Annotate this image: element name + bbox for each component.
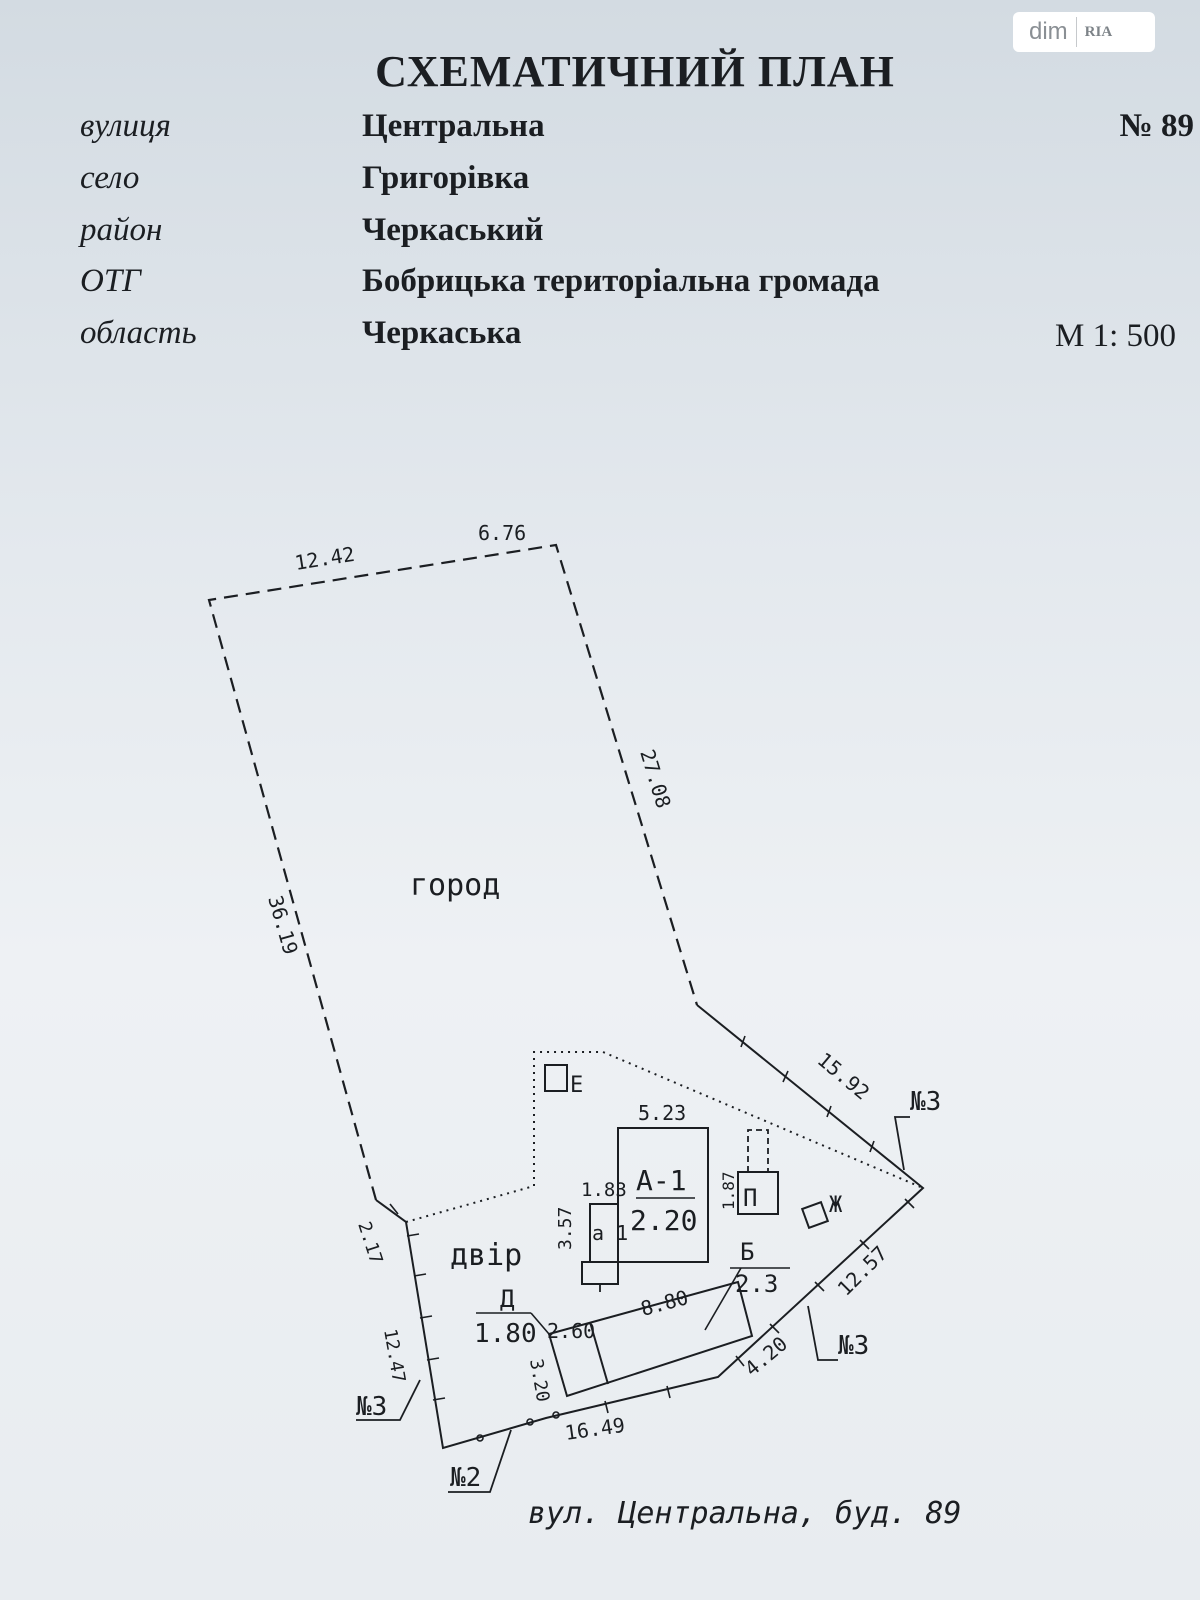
garden-label: город <box>410 868 500 903</box>
building-b-height: 2.3 <box>735 1270 778 1298</box>
annex-a1-length: 3.57 <box>555 1207 576 1250</box>
yard-dotted-line <box>405 1051 924 1223</box>
boundary-post <box>526 1418 534 1426</box>
community-value: Бобрицька територіальна громада <box>362 263 880 299</box>
dim-left-short: 2.17 <box>353 1219 386 1267</box>
building-b-leader <box>704 1267 742 1331</box>
building-b-length: 8.80 <box>638 1285 691 1321</box>
district-value: Черкаський <box>362 212 544 248</box>
region-label: область <box>80 315 197 351</box>
house-a1-label: А-1 <box>636 1164 687 1197</box>
boundary-post <box>552 1411 560 1419</box>
annex-a1-label: а 1 <box>592 1221 628 1245</box>
plan-scale: М 1: 500 <box>1055 318 1177 354</box>
dim-ria-watermark: dim RIA <box>1013 12 1155 52</box>
fence-marker-right-bottom: №3 <box>838 1331 869 1361</box>
house-a1-width: 5.23 <box>638 1101 686 1125</box>
fence-marker-left: №3 <box>356 1392 387 1422</box>
dim-left: 36.19 <box>263 893 303 958</box>
street-value: Центральна <box>362 108 545 144</box>
building-b-label: Б <box>740 1238 754 1266</box>
dim-right-lower: 12.57 <box>833 1241 893 1301</box>
building-p-extension <box>747 1129 769 1172</box>
building-b-gap: 2.60 <box>547 1319 595 1343</box>
annex-porch-outline <box>581 1261 619 1285</box>
street-label: вулиця <box>80 108 171 144</box>
dim-bottom-right: 4.20 <box>740 1331 792 1380</box>
building-d-label: Д <box>500 1285 515 1313</box>
building-zh-outline <box>800 1200 830 1230</box>
building-b-width: 3.20 <box>525 1357 553 1403</box>
community-label: ОТГ <box>80 263 141 299</box>
dim-top-right: 6.76 <box>478 521 526 545</box>
region-value: Черкаська <box>362 315 522 351</box>
building-e-label: Е <box>570 1073 583 1098</box>
boundary-post <box>476 1434 484 1442</box>
dim-right-upper: 27.08 <box>635 746 676 811</box>
yard-label: двір <box>450 1238 522 1273</box>
plan-number: № 89 <box>1119 108 1194 144</box>
building-d-height: 1.80 <box>474 1319 537 1349</box>
dim-top-left: 12.42 <box>293 542 356 575</box>
village-value: Григорівка <box>362 160 530 196</box>
district-label: район <box>80 212 163 248</box>
house-a1-height: 2.20 <box>630 1204 697 1237</box>
building-zh-label: Ж <box>829 1193 843 1218</box>
plan-caption: вул. Центральна, буд. 89 <box>528 1496 961 1531</box>
building-b-outline <box>547 1280 754 1398</box>
fence-marker-right-top: №3 <box>910 1087 941 1117</box>
watermark-divider <box>1075 17 1077 47</box>
dim-left-lower: 12.47 <box>379 1327 409 1384</box>
building-p-dim: 1.87 <box>719 1171 738 1210</box>
dim-bottom: 16.49 <box>563 1413 626 1445</box>
building-p-outline <box>737 1171 779 1215</box>
fence-marker-bottom: №2 <box>450 1463 481 1493</box>
building-p-label: П <box>743 1184 757 1212</box>
document-title: СХЕМАТИЧНИЙ ПЛАН <box>375 47 895 96</box>
building-e-outline <box>544 1064 568 1092</box>
village-label: село <box>80 160 140 196</box>
garden-boundary <box>207 543 699 1201</box>
annex-a1-width: 1.83 <box>581 1179 627 1201</box>
house-a1-outline <box>617 1127 709 1263</box>
boundary-ticks <box>389 1035 915 1414</box>
dim-right-mid: 15.92 <box>813 1047 875 1104</box>
watermark-text: dim <box>1029 18 1068 45</box>
ria-logo-icon: RIA <box>1084 23 1113 40</box>
